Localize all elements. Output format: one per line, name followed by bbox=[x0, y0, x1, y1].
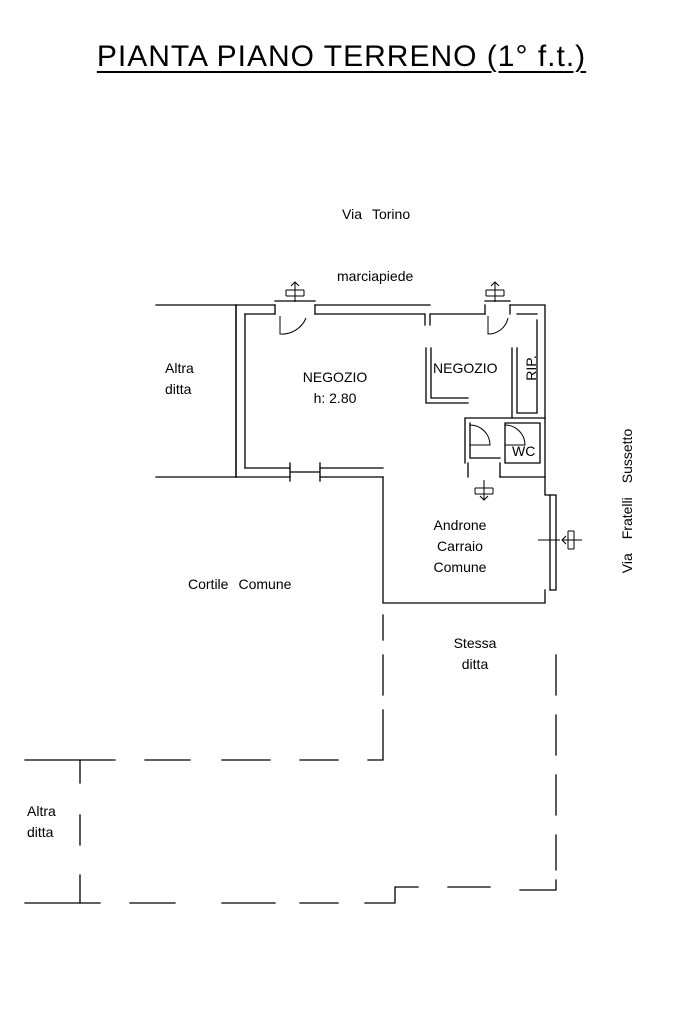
room-label-negozio-small: NEGOZIO bbox=[433, 360, 498, 376]
door-swing-wc-right bbox=[504, 424, 526, 446]
entrance-arrow-icon bbox=[485, 281, 505, 302]
entrance-arrow-icon bbox=[474, 480, 494, 501]
door-swing-front-left bbox=[279, 316, 307, 335]
entrance-arrow-icon bbox=[561, 530, 582, 550]
wc-block bbox=[464, 417, 546, 464]
room-label-rip: RIP. bbox=[523, 355, 539, 381]
door-swing-front-right bbox=[487, 316, 509, 335]
androne-gate bbox=[549, 494, 557, 591]
shop-left-wall bbox=[235, 304, 246, 478]
sidewalk-label: marciapiede bbox=[337, 268, 414, 284]
room-label-wc: WC bbox=[512, 443, 536, 459]
shop-inner-wall bbox=[244, 313, 486, 326]
boundary-dashed bbox=[367, 614, 557, 891]
plan-title: PIANTA PIANO TERRENO (1° f.t.) bbox=[96, 40, 587, 73]
boundary-dashed-h bbox=[24, 759, 491, 904]
shop-outer-wall bbox=[235, 304, 546, 478]
androne-walls bbox=[382, 476, 551, 604]
entrance-arrow-icon bbox=[285, 281, 305, 302]
door-swing-wc-left bbox=[469, 424, 491, 446]
small-shop-partition bbox=[425, 347, 469, 404]
shop-bottom-wall bbox=[235, 467, 384, 478]
front-opening-right bbox=[484, 300, 511, 315]
wc-bottom bbox=[467, 462, 501, 478]
front-opening-left bbox=[274, 300, 316, 315]
street-label-right: ViaFratelliSussetto bbox=[619, 428, 635, 574]
door-mark-shop-left bbox=[289, 462, 321, 482]
rip-partition bbox=[511, 313, 538, 419]
